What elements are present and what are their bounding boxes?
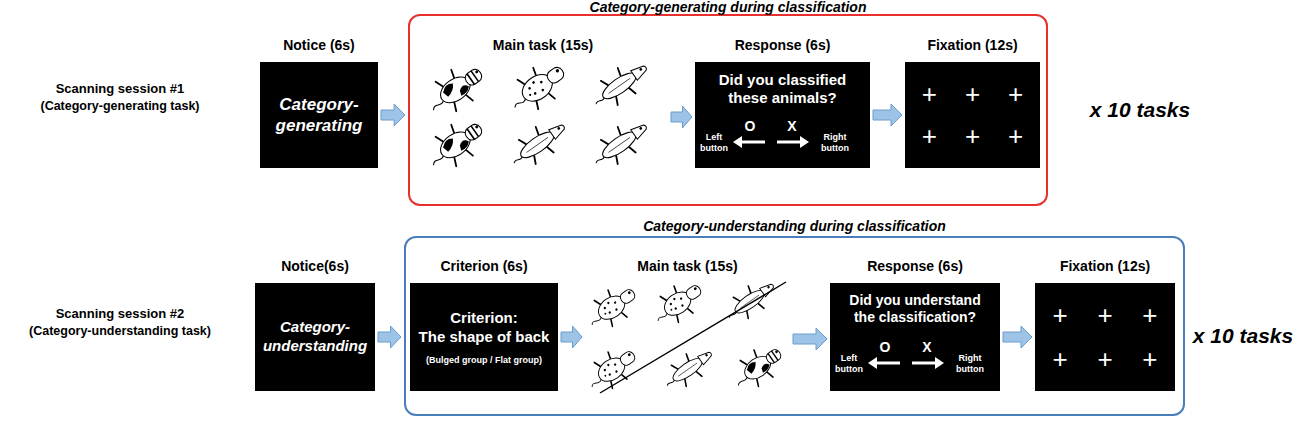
left-button-arrowhead xyxy=(868,357,877,369)
stimulus-area xyxy=(418,62,668,172)
answer-symbol: O xyxy=(874,339,896,356)
screen-panel: Did you classified these animals? Left bu… xyxy=(695,62,870,168)
animal-figure xyxy=(502,55,573,120)
session-label: Scanning session #2 xyxy=(15,305,225,322)
fixation-cross: + xyxy=(1090,302,1120,328)
step-heading: Fixation (12s) xyxy=(893,34,1052,56)
repeat-count: x 10 tasks xyxy=(1080,96,1200,123)
right-button-arrow xyxy=(912,362,940,365)
animal-figure xyxy=(721,274,781,328)
step-heading: Main task (15s) xyxy=(573,255,802,277)
criterion-text: The shape of back xyxy=(419,327,550,346)
main-task-step: Main task (15s) xyxy=(418,34,668,174)
fixation-cross: + xyxy=(958,81,988,107)
left-button-arrow xyxy=(737,141,765,144)
fixation-screen: Fixation (12s)++++++ xyxy=(1035,255,1175,391)
flow-arrow xyxy=(378,326,401,348)
session-frame: Category-understanding during classifica… xyxy=(404,216,1185,416)
animal-figure xyxy=(420,57,491,122)
question-text: Did you classified these animals? xyxy=(695,71,870,107)
left-button-arrow xyxy=(872,362,900,365)
fixation-cross: + xyxy=(1090,346,1120,372)
session-label: (Category-understanding task) xyxy=(15,323,225,339)
screen-panel: + + + + + + xyxy=(905,62,1040,168)
answer-symbol: X xyxy=(916,339,938,356)
stimulus-area xyxy=(585,283,790,395)
answer-symbol: X xyxy=(781,118,803,135)
animal-figure xyxy=(420,112,491,177)
fixation-cross: + xyxy=(1001,123,1031,149)
notice-text: Category-generating xyxy=(260,62,378,168)
step-heading: Notice(6s) xyxy=(243,255,387,277)
step-heading: Main task (15s) xyxy=(406,34,680,56)
session-label: Scanning session #1 xyxy=(15,80,225,97)
step-heading: Response (6s) xyxy=(683,34,882,56)
criterion-screen: Criterion (6s)Criterion:The shape of bac… xyxy=(410,255,558,391)
button-label: Right button xyxy=(950,353,990,375)
fixation-cross: + xyxy=(1135,302,1165,328)
animal-figure xyxy=(504,114,573,175)
flow-arrow xyxy=(381,104,405,126)
screen-panel: Category-understanding xyxy=(255,283,375,391)
step-heading: Criterion (6s) xyxy=(398,255,570,277)
session-frame: Category-generating during classificatio… xyxy=(408,0,1048,206)
step-heading: Response (6s) xyxy=(818,255,1012,277)
flow-arrow xyxy=(1003,326,1032,348)
right-button-arrowhead xyxy=(935,357,944,369)
animal-set-understanding xyxy=(581,274,789,398)
step-heading: Notice (6s) xyxy=(248,34,390,56)
screen-panel: Category-generating xyxy=(260,62,378,168)
screen-panel: + + + + + + xyxy=(1035,283,1175,391)
fixation-cross: + xyxy=(914,123,944,149)
notice-text: Category-understanding xyxy=(255,283,375,391)
fixation-cross: + xyxy=(1001,81,1031,107)
answer-symbol: O xyxy=(739,118,761,135)
fixation-cross: + xyxy=(1045,302,1075,328)
animal-figure xyxy=(581,341,643,398)
main-task-step: Main task (15s) xyxy=(585,255,790,395)
response-screen: Response (6s)Did you understand the clas… xyxy=(830,255,1000,391)
flow-arrow xyxy=(793,328,827,350)
right-button-arrow xyxy=(777,141,805,144)
animal-set-generating xyxy=(420,55,654,178)
button-label: Left button xyxy=(698,132,730,154)
group-title: Category-understanding during classifica… xyxy=(404,216,1185,236)
question-text: Did you understand the classification? xyxy=(830,292,1000,326)
group-divider-line xyxy=(600,282,786,393)
flow-arrow xyxy=(671,106,692,128)
animal-figure xyxy=(586,55,655,116)
criterion-text-block: Criterion:The shape of back (Bulged group… xyxy=(410,283,558,391)
animal-figure xyxy=(647,275,709,332)
animal-figure xyxy=(586,114,655,175)
fixation-cross: + xyxy=(1135,346,1165,372)
group-title: Category-generating during classificatio… xyxy=(408,0,1048,14)
screen-panel: Did you understand the classification? Le… xyxy=(830,283,1000,391)
right-button-arrowhead xyxy=(800,136,809,148)
notice-screen: Notice (6s)Category-generating xyxy=(260,34,378,168)
screen-panel: Criterion:The shape of back (Bulged group… xyxy=(410,283,558,391)
session-label: (Category-generating task) xyxy=(15,98,225,114)
animal-figure xyxy=(727,339,789,396)
step-heading: Fixation (12s) xyxy=(1023,255,1187,277)
button-label: Right button xyxy=(815,132,855,154)
animal-figure xyxy=(659,342,719,396)
flow-arrow xyxy=(561,326,582,348)
criterion-text: Criterion: xyxy=(450,308,518,327)
criterion-note: (Bulged group / Flat group) xyxy=(426,354,542,366)
button-label: Left button xyxy=(833,353,865,375)
response-screen: Response (6s)Did you classified these an… xyxy=(695,34,870,168)
left-button-arrowhead xyxy=(733,136,742,148)
fixation-screen: Fixation (12s)++++++ xyxy=(905,34,1040,168)
fixation-cross: + xyxy=(958,123,988,149)
flow-arrow xyxy=(873,104,902,126)
notice-screen: Notice(6s)Category-understanding xyxy=(255,255,375,391)
fixation-cross: + xyxy=(1045,346,1075,372)
fixation-cross: + xyxy=(914,81,944,107)
animal-figure xyxy=(581,279,643,336)
repeat-count: x 10 tasks xyxy=(1186,322,1300,349)
